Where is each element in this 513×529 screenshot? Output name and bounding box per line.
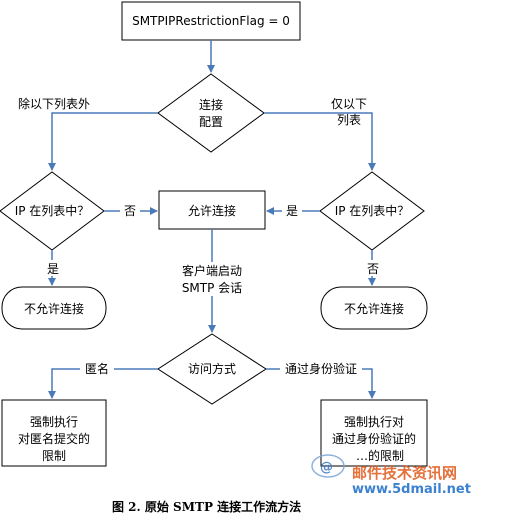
anon-box-line-2: 对匿名提交的 xyxy=(18,431,90,446)
watermark: @ 邮件技术资讯网 www.5dmail.net xyxy=(311,454,471,497)
watermark-line-2: www.5dmail.net xyxy=(352,482,471,497)
deny-left-node: 不允许连接 xyxy=(1,286,107,330)
only-list-label-2: 列表 xyxy=(337,113,361,127)
deny-right-node: 不允许连接 xyxy=(320,286,428,330)
left-yes-label: 是 xyxy=(47,262,59,276)
start-node: SMTPIPRestrictionFlag = 0 xyxy=(121,1,301,41)
deny-left-label: 不允许连接 xyxy=(24,301,84,316)
watermark-line-1: 邮件技术资讯网 xyxy=(352,464,457,482)
anon-box-line-1: 强制执行 xyxy=(30,415,78,429)
edge-except xyxy=(48,112,158,171)
ip-check-left-label: IP 在列表中？ xyxy=(15,203,90,218)
ip-check-right-label: IP 在列表中？ xyxy=(335,203,410,218)
deny-right-label: 不允许连接 xyxy=(344,301,404,316)
mail-logo-icon xyxy=(311,454,345,478)
except-list-label: 除以下列表外 xyxy=(18,96,90,111)
anon-box-line-3: 限制 xyxy=(42,449,66,463)
config-label-2: 配置 xyxy=(199,115,223,129)
client-start-label-1: 客户端启动 xyxy=(182,263,242,278)
ip-check-left: IP 在列表中？ xyxy=(0,171,105,251)
auth-box-line-2: 通过身份验证的 xyxy=(332,431,416,446)
edge-only xyxy=(264,112,376,171)
auth-enforce-node: 强制执行对 通过身份验证的 …的限制 xyxy=(320,399,428,467)
figure-caption: 图 2. 原始 SMTP 连接工作流方法 xyxy=(112,499,301,514)
authenticated-label: 通过身份验证 xyxy=(285,361,357,376)
start-label: SMTPIPRestrictionFlag = 0 xyxy=(132,14,290,28)
client-start-label-2: SMTP 会话 xyxy=(182,281,242,295)
anon-enforce-node: 强制执行 对匿名提交的 限制 xyxy=(1,399,107,467)
allow-label: 允许连接 xyxy=(188,203,236,218)
right-no-label: 否 xyxy=(367,262,379,276)
svg-text:@: @ xyxy=(320,460,333,475)
allow-node: 允许连接 xyxy=(158,190,266,230)
config-decision: 连接 配置 xyxy=(157,73,265,153)
auth-box-line-1: 强制执行对 xyxy=(344,415,404,429)
ip-check-right: IP 在列表中？ xyxy=(319,171,425,251)
anonymous-label: 匿名 xyxy=(85,361,109,376)
left-no-label: 否 xyxy=(124,204,136,218)
edge-anonymous xyxy=(48,368,158,399)
right-yes-label: 是 xyxy=(286,204,298,218)
access-decision: 访问方式 xyxy=(157,333,267,405)
access-label: 访问方式 xyxy=(188,361,236,376)
only-list-label-1: 仅以下 xyxy=(331,97,367,111)
config-label-1: 连接 xyxy=(199,97,223,112)
auth-box-line-3: …的限制 xyxy=(356,448,404,463)
